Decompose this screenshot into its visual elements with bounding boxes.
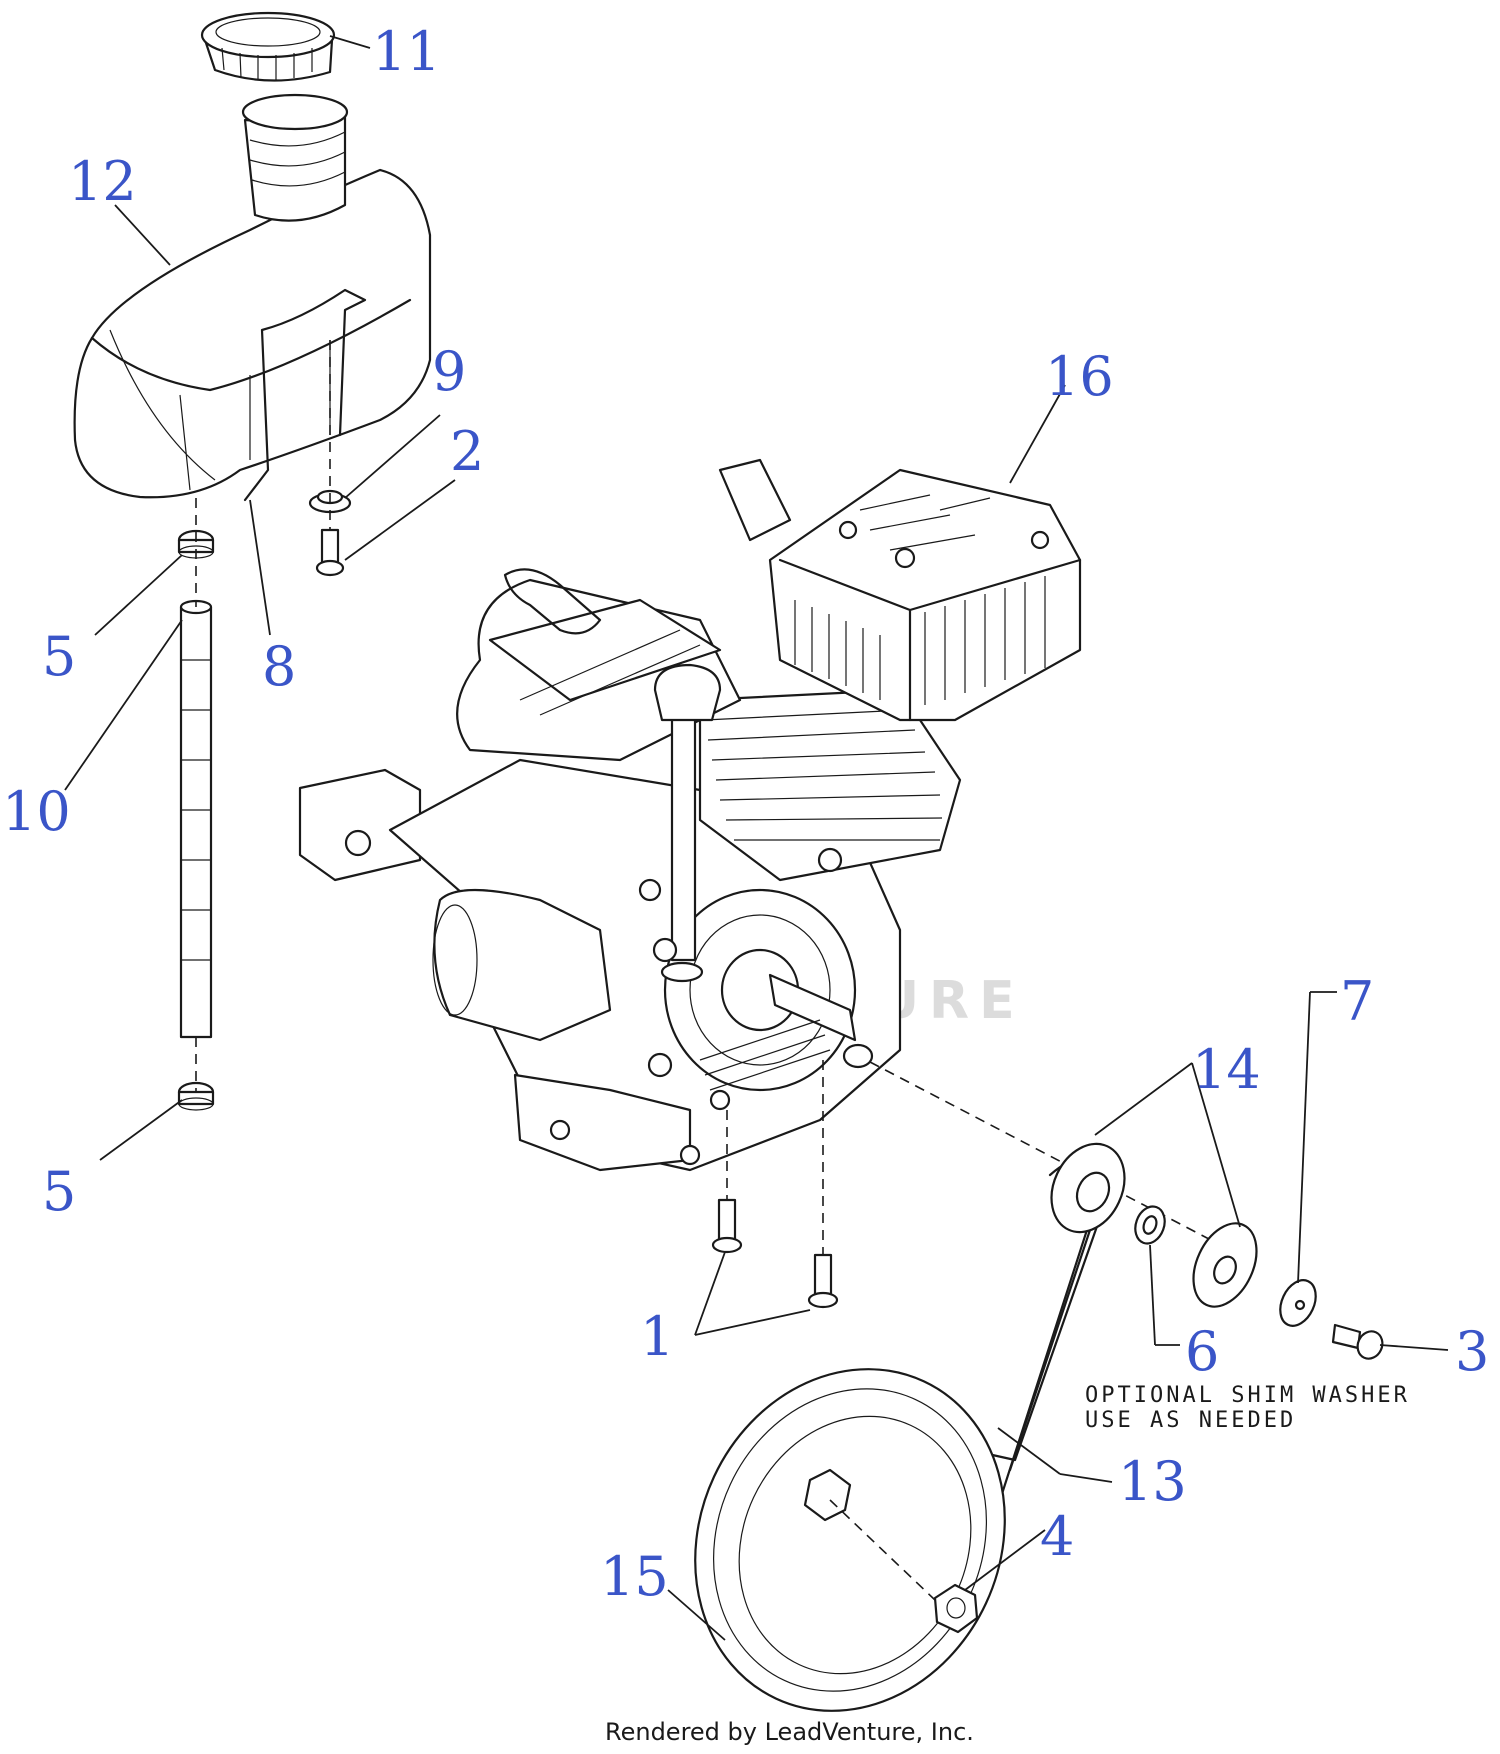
callout-7: 7 bbox=[1340, 970, 1374, 1033]
callout-15: 15 bbox=[600, 1545, 669, 1608]
callout-11: 11 bbox=[372, 20, 441, 83]
hose-clamp-bottom bbox=[177, 1081, 215, 1111]
callout-8: 8 bbox=[262, 635, 296, 698]
callout-16: 16 bbox=[1045, 345, 1114, 408]
shim-washer-note-line2: USE AS NEEDED bbox=[1085, 1408, 1296, 1433]
callout-12: 12 bbox=[68, 150, 137, 213]
footer-credit: Rendered by LeadVenture, Inc. bbox=[605, 1718, 974, 1746]
fuel-line bbox=[179, 599, 213, 1039]
callout-numbers: 1 2 3 4 5 5 6 7 8 9 10 11 12 13 14 15 16 bbox=[2, 20, 1489, 1608]
callout-2: 2 bbox=[450, 420, 484, 483]
engine-bolt-right bbox=[807, 1253, 839, 1309]
fuel-cap bbox=[200, 11, 336, 82]
callout-10: 10 bbox=[2, 780, 71, 843]
tank-bolt bbox=[315, 528, 345, 577]
pulley-nut bbox=[933, 1583, 979, 1634]
muffler bbox=[718, 458, 1082, 722]
engine-bolt-left bbox=[711, 1198, 743, 1254]
callout-1: 1 bbox=[640, 1305, 674, 1368]
engine-pulley bbox=[1050, 1142, 1126, 1234]
engine bbox=[298, 568, 962, 1172]
callout-14: 14 bbox=[1192, 1038, 1261, 1101]
callout-9: 9 bbox=[432, 340, 466, 403]
pulley-bolt bbox=[1331, 1323, 1384, 1360]
large-pulley bbox=[694, 1368, 1006, 1712]
callout-6: 6 bbox=[1185, 1320, 1219, 1383]
shim-washer bbox=[1134, 1205, 1166, 1245]
callout-13: 13 bbox=[1118, 1450, 1187, 1513]
callout-5-top: 5 bbox=[42, 625, 76, 688]
callout-5-bottom: 5 bbox=[42, 1160, 76, 1223]
belleville-washer bbox=[1279, 1279, 1317, 1327]
fuel-tank bbox=[73, 93, 432, 502]
pulley-hub bbox=[1192, 1222, 1258, 1308]
callout-4: 4 bbox=[1040, 1505, 1074, 1568]
shim-washer-note-line1: OPTIONAL SHIM WASHER bbox=[1085, 1383, 1410, 1408]
callout-3: 3 bbox=[1455, 1320, 1489, 1383]
leader-lines bbox=[64, 35, 1449, 1641]
